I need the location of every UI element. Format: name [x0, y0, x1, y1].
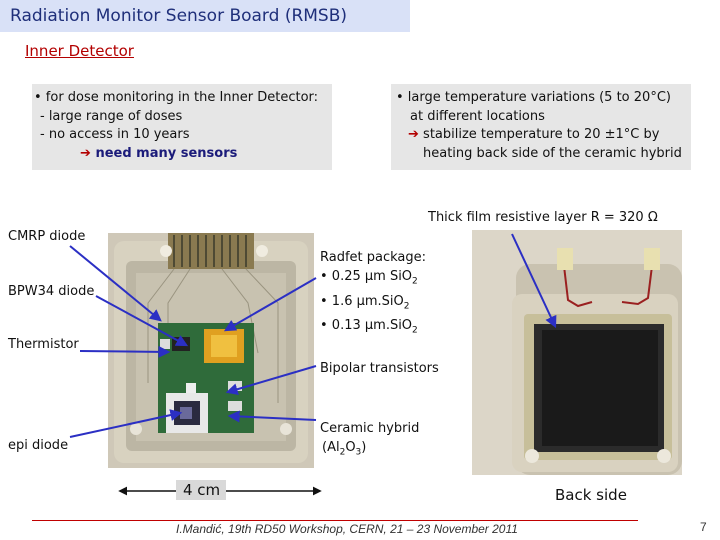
radfet-title: Radfet package:	[320, 250, 427, 265]
sensor-board-back-photo	[472, 230, 682, 475]
arrow-ceramic	[227, 410, 317, 423]
note-right-line4: heating back side of the ceramic hybrid	[423, 145, 682, 161]
arrow-epi	[69, 409, 183, 438]
note-left-line3: - no access in 10 years	[40, 127, 190, 142]
radfet-item-3: • 0.13 µm.SiO2	[320, 318, 418, 336]
label-cmrp-diode: CMRP diode	[8, 229, 86, 244]
right-arrow-icon: ➔	[408, 127, 419, 142]
note-left-line1: • for dose monitoring in the Inner Detec…	[34, 90, 319, 105]
ceramic-line1: Ceramic hybrid	[320, 421, 420, 436]
label-epi-diode: epi diode	[8, 438, 69, 453]
note-left-line4-row: ➔ need many sensors	[34, 144, 334, 164]
footer-divider	[32, 520, 638, 521]
label-bpw34-diode: BPW34 diode	[8, 284, 95, 299]
label-thermistor: Thermistor	[8, 337, 79, 352]
arrow-bipolar	[225, 365, 317, 396]
label-back-side: Back side	[555, 486, 627, 504]
page-title: Radiation Monitor Sensor Board (RMSB)	[10, 6, 348, 26]
note-right-line3-row: ➔ stabilize temperature to 20 ±1°C by	[396, 125, 696, 145]
note-left-line4: need many sensors	[95, 145, 238, 161]
label-thick-film: Thick film resistive layer R = 320 Ω	[428, 210, 658, 225]
arrow-thick-film	[511, 233, 557, 329]
sensor-board-front-photo	[108, 233, 314, 468]
note-box-left	[32, 84, 332, 170]
section-title: Inner Detector	[25, 42, 134, 60]
note-right-line3: stabilize temperature to 20 ±1°C by	[423, 127, 660, 142]
footer-citation: I.Mandić, 19th RD50 Workshop, CERN, 21 –…	[176, 522, 518, 536]
arrow-radfet	[223, 277, 317, 332]
right-arrow-icon: ➔	[80, 145, 91, 161]
note-box-right	[391, 84, 691, 170]
ceramic-line2: (Al2O3)	[322, 440, 367, 458]
note-right-line1: • large temperature variations (5 to 20°…	[396, 90, 671, 105]
scale-label-box	[176, 480, 226, 500]
note-right-line2: at different locations	[410, 108, 545, 124]
note-right: • large temperature variations (5 to 20°…	[396, 88, 696, 163]
radfet-item-2: • 1.6 µm.SiO2	[320, 293, 410, 312]
radfet-item-1: • 0.25 µm SiO2	[320, 269, 418, 287]
arrow-bpw34	[95, 295, 189, 347]
scale-label: 4 cm	[183, 481, 221, 499]
arrow-thermistor	[79, 345, 171, 358]
page-number: 7	[700, 520, 707, 534]
title-bar	[0, 0, 410, 32]
note-left: • for dose monitoring in the Inner Detec…	[34, 88, 334, 163]
label-radfet: Radfet package: • 0.25 µm SiO2 • 1.6 µm.…	[320, 248, 426, 341]
note-left-line2: - large range of doses	[40, 108, 183, 124]
label-bipolar-transistors: Bipolar transistors	[320, 361, 439, 376]
label-ceramic-hybrid: Ceramic hybrid (Al2O3)	[320, 419, 419, 463]
arrow-cmrp	[69, 245, 162, 322]
